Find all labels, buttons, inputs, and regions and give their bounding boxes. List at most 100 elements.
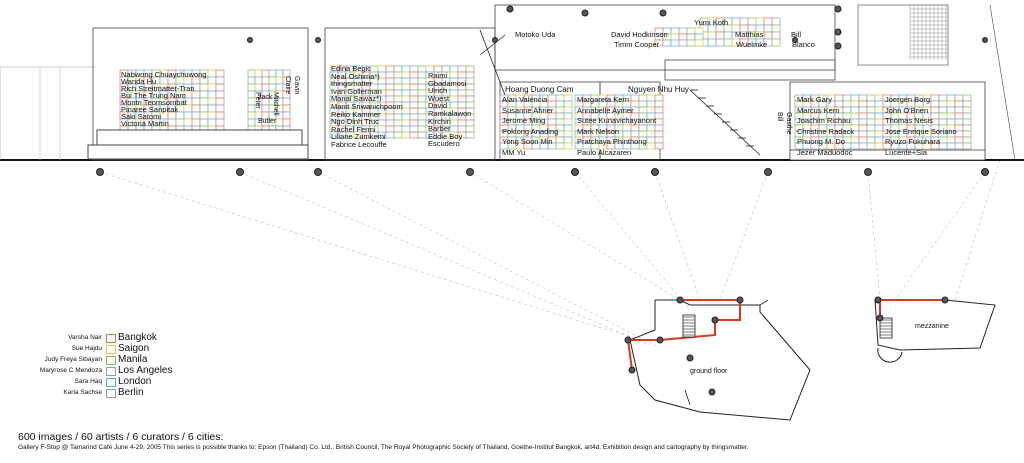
photo-cell <box>962 124 972 132</box>
photo-cell <box>638 106 648 114</box>
artist-name: Nguyen Nhu Huy <box>628 85 689 94</box>
spotlight-icon <box>982 37 988 43</box>
photo-cell <box>261 104 270 113</box>
legend-swatch <box>106 334 116 343</box>
photo-cell <box>465 71 475 79</box>
legend-swatch <box>106 345 116 354</box>
photo-cell <box>199 118 209 127</box>
photo-cell <box>191 97 201 106</box>
artist-name: Raimi <box>428 71 448 80</box>
sightline <box>469 171 681 301</box>
artist-name: Gavin <box>293 76 300 95</box>
photo-cell <box>646 106 656 114</box>
photo-cell <box>622 124 632 132</box>
photo-cell <box>938 112 948 120</box>
legend-row: Sue Hajdu Saigon <box>22 343 162 354</box>
artist-name: Joergen Borg <box>885 95 931 104</box>
artist-name: Pinaree Sanpitak <box>121 105 179 114</box>
footer-credits: Gallery F-Stop @ Tamarind Café June 4-29… <box>18 444 749 451</box>
photo-cell <box>247 118 256 127</box>
photo-cell <box>247 83 256 92</box>
photo-cell <box>563 112 573 120</box>
photo-cell <box>282 111 291 120</box>
photo-cell <box>215 118 225 127</box>
photo-cell <box>268 83 277 92</box>
legend-city: London <box>118 376 152 387</box>
photo-cell <box>409 89 419 97</box>
spotlight-icon <box>981 168 989 176</box>
photo-cell <box>207 118 217 127</box>
legend-city: Los Angeles <box>118 365 173 376</box>
photo-cell <box>563 106 573 114</box>
legend-row: Varsha Nair Bangkok <box>22 332 162 343</box>
photo-cell <box>207 111 217 120</box>
photo-cell <box>409 71 419 79</box>
legend-city: Saigon <box>118 343 150 354</box>
photo-cell <box>686 27 696 35</box>
photo-cell <box>449 65 459 73</box>
artist-name: Saki Satomi <box>121 112 162 121</box>
photo-cell <box>409 113 419 121</box>
spotlight-icon <box>571 168 579 176</box>
photo-cell <box>670 27 680 35</box>
wall-line <box>989 4 1016 161</box>
photo-cell <box>282 104 291 113</box>
photo-cell <box>457 71 467 79</box>
artist-name: Alan Valencia <box>502 95 548 104</box>
photo-cell <box>662 39 672 47</box>
sightline <box>317 171 661 349</box>
photo-cell <box>385 83 395 91</box>
photo-cell <box>207 90 217 99</box>
photo-cell <box>930 100 940 108</box>
photo-cell <box>254 76 263 85</box>
photo-cell <box>465 131 475 139</box>
photo-cell <box>417 65 427 73</box>
photo-cell <box>409 95 419 103</box>
artist-name: Gbadamosi <box>428 78 467 88</box>
photo-cell <box>694 27 704 35</box>
photo-cell <box>465 101 475 109</box>
photo-cell <box>630 94 640 102</box>
plinth <box>96 129 303 147</box>
photo-cell <box>954 112 964 120</box>
spiral-stair <box>877 347 903 363</box>
photo-cell <box>449 119 459 127</box>
mezzanine-route <box>879 299 945 318</box>
photo-cell <box>207 69 217 78</box>
photo-cell <box>254 69 263 78</box>
legend-curator: Varsha Nair <box>68 334 102 341</box>
photo-cell <box>409 125 419 133</box>
photo-cell <box>215 97 225 106</box>
structure-frame <box>324 27 496 161</box>
artist-name: Neal Oshima*) <box>331 71 380 81</box>
photo-cell <box>563 124 573 132</box>
photo-cell <box>282 97 291 106</box>
photo-cell <box>946 136 956 144</box>
photo-cell <box>417 107 427 115</box>
artist-name: Ngo Dinh Truc <box>331 117 379 127</box>
photo-cell <box>715 38 725 47</box>
photo-cell <box>199 90 209 99</box>
photo-cell <box>858 106 868 114</box>
photo-cell <box>215 69 225 78</box>
photo-cell <box>175 118 185 127</box>
spotlight-icon <box>656 336 664 344</box>
photo-cell <box>457 89 467 97</box>
photo-cell <box>254 83 263 92</box>
legend-row: Maryrose C Mendoza Los Angeles <box>22 365 173 376</box>
photo-cell <box>191 104 201 113</box>
photo-cell <box>417 77 427 85</box>
photo-cell <box>874 94 884 102</box>
photo-cell <box>199 104 209 113</box>
spotlight-icon <box>492 37 498 43</box>
photo-cell <box>247 111 256 120</box>
photo-cell <box>763 17 773 26</box>
photo-cell <box>409 131 419 139</box>
photo-cell <box>555 118 565 126</box>
artist-name: Yumi Koth <box>694 18 729 27</box>
photo-cell <box>183 118 193 127</box>
photo-cell <box>465 65 475 73</box>
photo-cell <box>686 33 696 41</box>
spotlight-icon <box>941 296 949 304</box>
photo-cell <box>555 94 565 102</box>
